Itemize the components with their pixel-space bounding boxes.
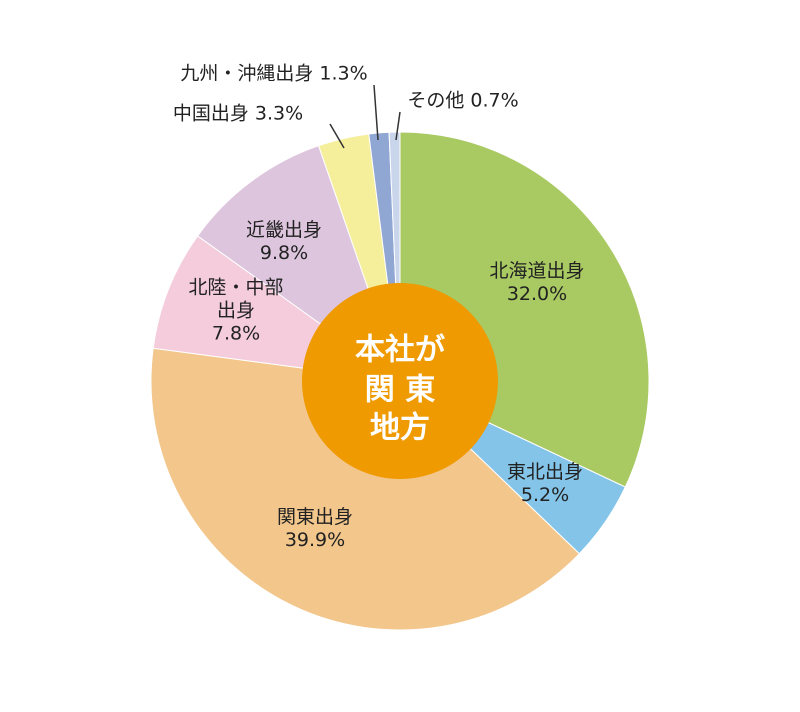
leader-line-5 [329, 123, 345, 149]
leader-lines [329, 84, 401, 149]
leader-line-6 [373, 84, 379, 141]
center-label-line-2: 関 東 [365, 373, 435, 408]
slice-label-2-line-0: 関東出身 [277, 506, 353, 528]
slice-label-3-line-2: 7.8% [212, 323, 260, 345]
slice-label-2-line-1: 39.9% [285, 529, 345, 551]
slice-label-4-line-0: 近畿出身 [246, 219, 322, 241]
leader-line-7 [395, 111, 401, 141]
center-label-line-1: 本社が [355, 333, 445, 368]
slice-label-7-line-0: その他 0.7% [407, 90, 518, 112]
slice-label-0-line-1: 32.0% [507, 283, 567, 305]
slice-label-3-line-0: 北陸・中部 [188, 277, 283, 299]
center-label-line-3: 地方 [370, 411, 430, 446]
slice-label-3-line-1: 出身 [217, 300, 255, 322]
slice-label-4-line-1: 9.8% [260, 242, 308, 264]
slice-label-0-line-0: 北海道出身 [489, 260, 584, 282]
slice-label-6-line-0: 九州・沖縄出身 1.3% [180, 63, 367, 85]
slice-label-5-line-0: 中国出身 3.3% [173, 103, 303, 125]
pie-slice-2 [150, 347, 581, 631]
center-label: 本社が 関 東 地方 [355, 333, 445, 446]
slice-label-1-line-0: 東北出身 [507, 461, 583, 483]
slice-label-1-line-1: 5.2% [521, 484, 569, 506]
center-circle [302, 283, 498, 479]
